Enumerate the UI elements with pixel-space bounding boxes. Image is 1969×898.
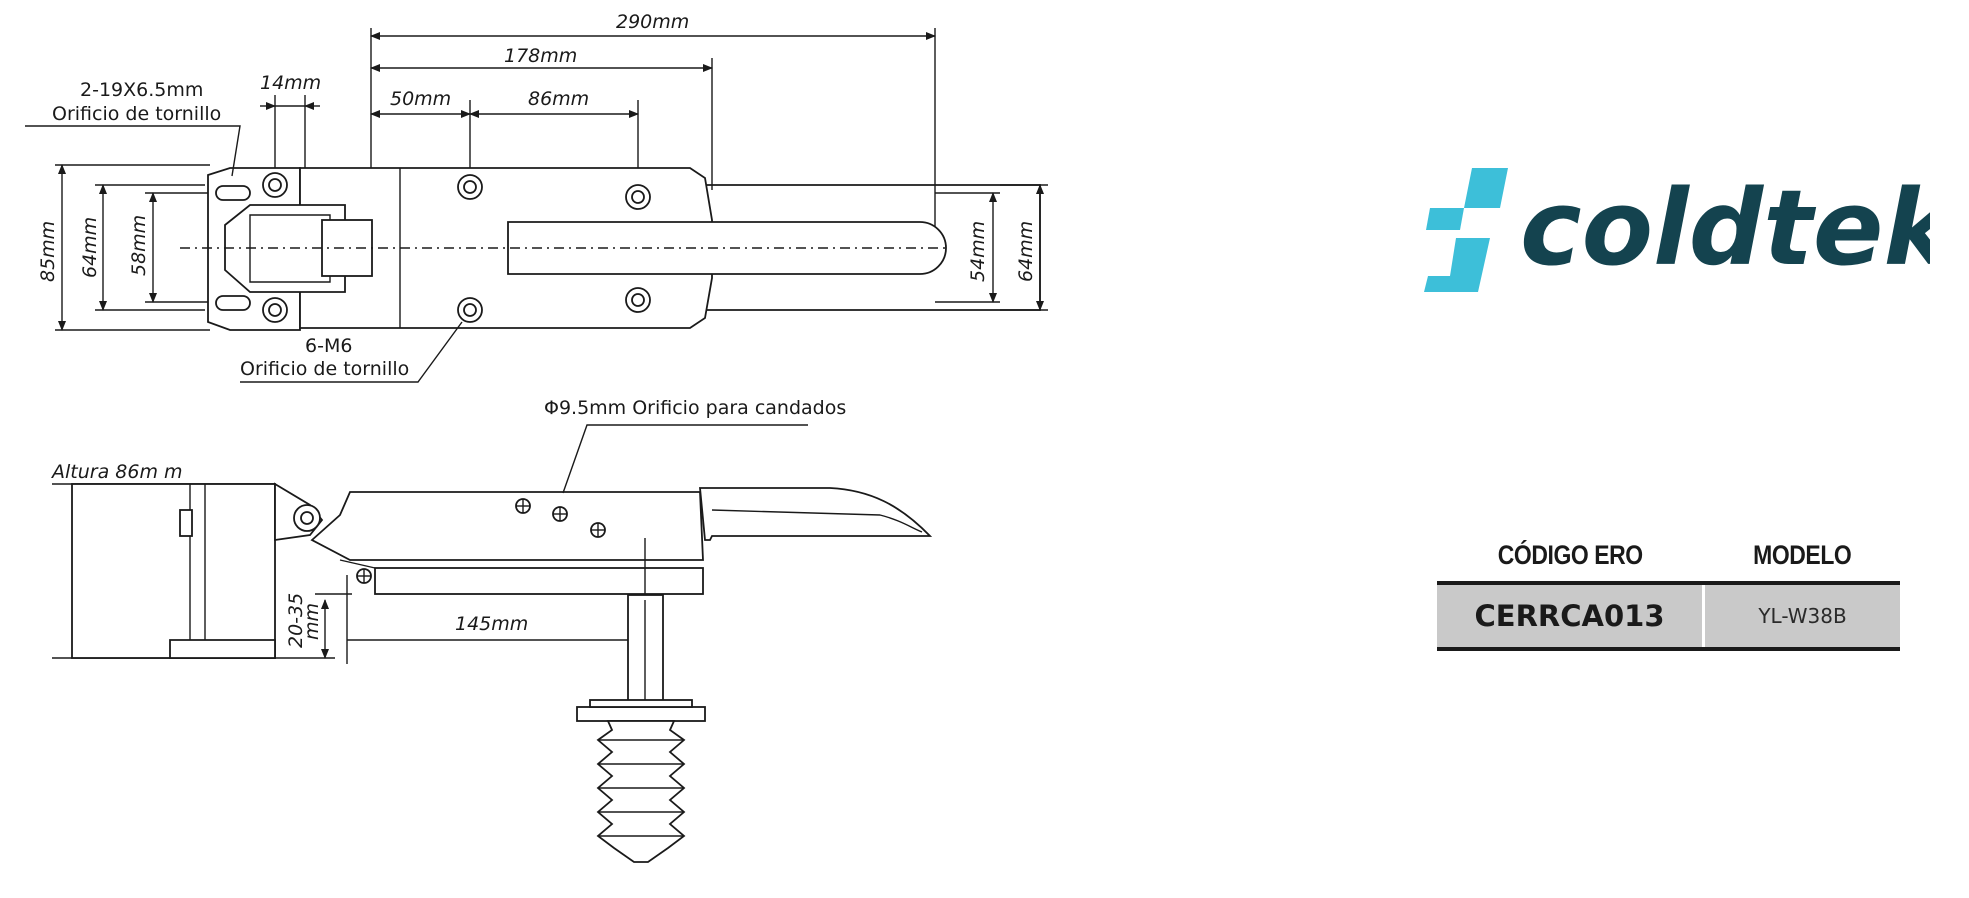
dim-50mm: 50mm: [390, 88, 451, 110]
product-model: YL-W38B: [1703, 581, 1900, 651]
top-view: 290mm 178mm 50mm 86mm 14mm 85mm 64mm 58m…: [25, 11, 1048, 383]
m6-callout-size: 6-M6: [305, 335, 352, 357]
latch-housing: [299, 167, 713, 329]
strike-block: [71, 483, 276, 659]
handle-side: [699, 487, 933, 541]
slot-callout-desc: Orificio de tornillo: [52, 103, 221, 125]
dim-145mm: 145mm: [455, 613, 528, 635]
slot-callout-size: 2-19X6.5mm: [80, 79, 203, 101]
dim-290mm: 290mm: [616, 11, 689, 33]
dim-54mm: 54mm: [967, 221, 989, 282]
dim-14mm: 14mm: [260, 72, 321, 94]
brand-name: coldtek: [1520, 167, 1930, 289]
spec-table: CÓDIGO ERO MODELO CERRCA013 YL-W38B: [1437, 540, 1900, 651]
dim-gap-unit: mm: [301, 603, 323, 640]
handle-slot: [507, 221, 947, 275]
header-model: MODELO: [1752, 540, 1852, 570]
height-label: Altura 86m m: [50, 461, 183, 483]
table-row: CERRCA013 YL-W38B: [1437, 581, 1900, 651]
side-view: Altura 86m m Φ9.5mm Orificio para candad…: [50, 397, 933, 863]
header-code: CÓDIGO ERO: [1497, 540, 1643, 570]
dim-178mm: 178mm: [504, 45, 577, 67]
dim-85mm: 85mm: [37, 221, 59, 282]
logo-mark-icon: [1424, 168, 1508, 292]
dim-64mm-left: 64mm: [79, 217, 101, 278]
dim-86mm: 86mm: [528, 88, 589, 110]
dim-gap-value: 20-35: [285, 593, 307, 648]
coldtek-logo: coldtek: [1424, 167, 1930, 292]
mounting-slot-bottom: [215, 295, 251, 311]
m6-callout-desc: Orificio de tornillo: [240, 358, 409, 380]
technical-drawing: 290mm 178mm 50mm 86mm 14mm 85mm 64mm 58m…: [25, 11, 1048, 863]
m6-holes: [262, 172, 651, 323]
spring-bellows: [596, 720, 686, 863]
dim-64mm-right: 64mm: [1015, 221, 1037, 282]
mounting-slot-top: [215, 185, 251, 201]
dim-58mm: 58mm: [128, 215, 150, 276]
padlock-callout: Φ9.5mm Orificio para candados: [544, 397, 846, 419]
product-code: CERRCA013: [1437, 581, 1705, 651]
padlock-holes: [356, 498, 606, 584]
